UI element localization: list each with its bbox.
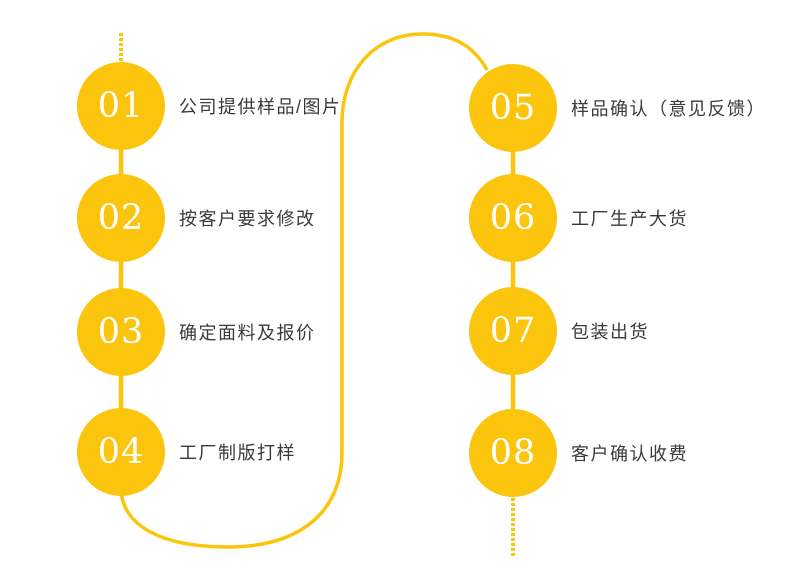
- step-number: 01: [97, 85, 145, 126]
- step-number: 05: [489, 87, 537, 128]
- step-label: 包装出货: [571, 322, 649, 342]
- step-circle: 01: [77, 62, 165, 150]
- process-step: 06 工厂生产大货: [469, 174, 688, 262]
- step-number: 03: [97, 311, 145, 352]
- step-label: 工厂生产大货: [571, 209, 688, 229]
- step-number: 06: [489, 197, 537, 238]
- step-circle: 05: [469, 64, 557, 152]
- step-circle: 02: [77, 174, 165, 262]
- step-circle: 07: [469, 287, 557, 375]
- process-step: 08 客户确认收费: [469, 409, 688, 497]
- step-number: 04: [97, 431, 145, 472]
- step-number: 08: [489, 432, 537, 473]
- step-circle: 06: [469, 174, 557, 262]
- step-label: 公司提供样品/图片: [179, 97, 342, 117]
- step-circle: 08: [469, 409, 557, 497]
- process-step: 02 按客户要求修改: [77, 174, 316, 262]
- step-number: 07: [489, 310, 537, 351]
- s-curve-connector: [119, 32, 489, 549]
- step-label: 样品确认（意见反馈）: [571, 99, 766, 119]
- process-step: 01 公司提供样品/图片: [77, 62, 342, 150]
- process-step: 04 工厂制版打样: [77, 408, 296, 496]
- step-label: 确定面料及报价: [179, 323, 316, 343]
- process-step: 05 样品确认（意见反馈）: [469, 64, 766, 152]
- step-label: 客户确认收费: [571, 444, 688, 464]
- step-label: 按客户要求修改: [179, 209, 316, 229]
- step-label: 工厂制版打样: [179, 443, 296, 463]
- process-step: 07 包装出货: [469, 287, 649, 375]
- step-number: 02: [97, 197, 145, 238]
- step-circle: 04: [77, 408, 165, 496]
- process-step: 03 确定面料及报价: [77, 288, 316, 376]
- step-circle: 03: [77, 288, 165, 376]
